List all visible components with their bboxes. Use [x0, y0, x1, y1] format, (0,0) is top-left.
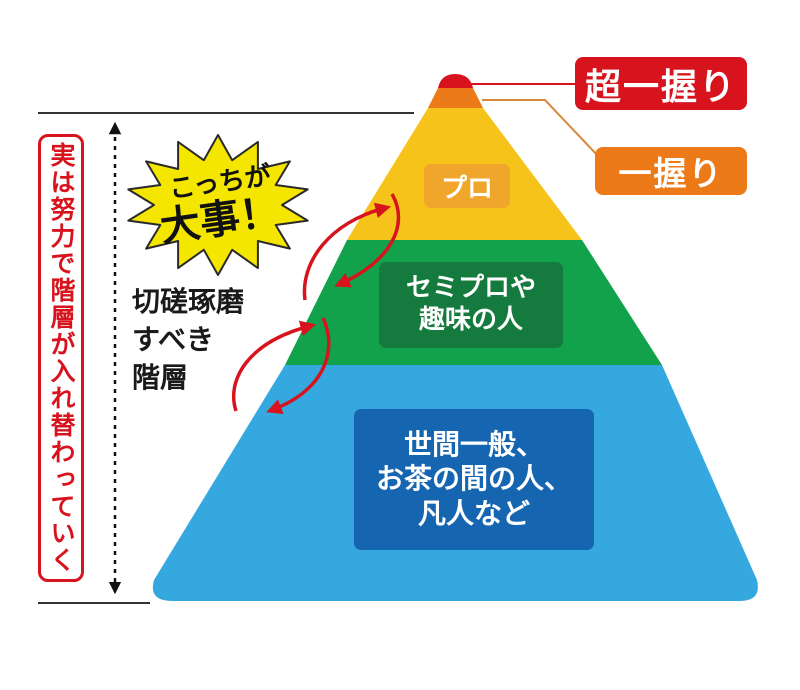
- side-line-2: すべき: [132, 322, 215, 356]
- vertical-note-text: 実は努力で階層が入れ替わっていく: [47, 142, 76, 574]
- semipro-line-1: セミプロや: [405, 273, 536, 304]
- tier-top-cap: [438, 74, 473, 88]
- tier-second-band: [428, 88, 483, 108]
- swap-arrow-upper-down: [334, 193, 401, 288]
- label-super-handful: 超一握り: [575, 57, 747, 110]
- swap-arrow-upper-up: [302, 202, 392, 301]
- leader-line-second: [482, 99, 601, 159]
- side-line-1: 切磋琢磨: [132, 285, 245, 318]
- label-pro: プロ: [424, 164, 510, 208]
- vertical-note-box: 実は努力で階層が入れ替わっていく: [38, 134, 84, 582]
- general-line-1: 世間一般、: [403, 428, 544, 462]
- burst-shape: [127, 134, 309, 276]
- side-line-3: 階層: [132, 360, 189, 394]
- swap-arrow-lower-down: [266, 317, 331, 415]
- semipro-line-2: 趣味の人: [418, 305, 523, 335]
- label-handful: 一握り: [595, 147, 747, 195]
- general-line-3: 凡人など: [417, 496, 530, 530]
- label-semipro-hobbyist: セミプロや 趣味の人: [379, 262, 563, 348]
- burst-callout: こっちが 大事！: [140, 161, 300, 251]
- general-line-2: お茶の間の人、: [375, 462, 572, 496]
- swap-arrow-lower-up: [231, 320, 317, 412]
- label-general-public: 世間一般、 お茶の間の人、 凡人など: [354, 409, 594, 550]
- side-label-competition: 切磋琢磨 すべき 階層: [132, 283, 292, 396]
